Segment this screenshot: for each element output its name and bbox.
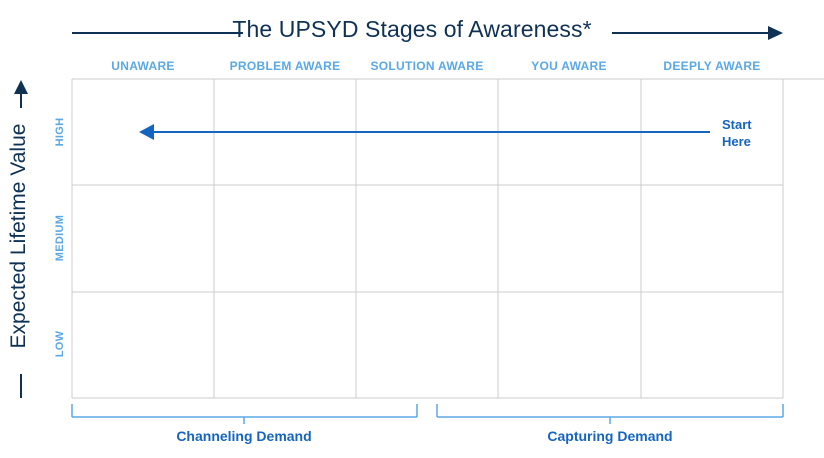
start-arrow-head (139, 124, 154, 140)
column-label-you-aware: YOU AWARE (531, 59, 607, 73)
column-label-solution-aware: SOLUTION AWARE (370, 59, 484, 73)
start-here-line1: Start (722, 117, 752, 132)
group-label-capturing-demand: Capturing Demand (547, 428, 673, 444)
row-label-high: HIGH (54, 117, 66, 147)
grid (71, 78, 824, 399)
title-arrow-head (768, 26, 783, 40)
column-label-problem-aware: PROBLEM AWARE (229, 59, 341, 73)
column-label-unaware: UNAWARE (111, 59, 175, 73)
diagram-title: The UPSYD Stages of Awareness* (232, 16, 592, 42)
column-label-deeply-aware: DEEPLY AWARE (663, 59, 761, 73)
start-here-label: Start Here (722, 116, 752, 150)
group-label-channeling-demand: Channeling Demand (176, 428, 312, 444)
y-axis-arrow-head (14, 80, 28, 94)
y-axis-label: Expected Lifetime Value (7, 123, 30, 349)
start-here-line2: Here (722, 134, 751, 149)
row-label-low: LOW (54, 330, 66, 358)
capturing-bracket (436, 404, 784, 424)
channeling-bracket (71, 404, 418, 424)
row-label-medium: MEDIUM (54, 214, 66, 262)
